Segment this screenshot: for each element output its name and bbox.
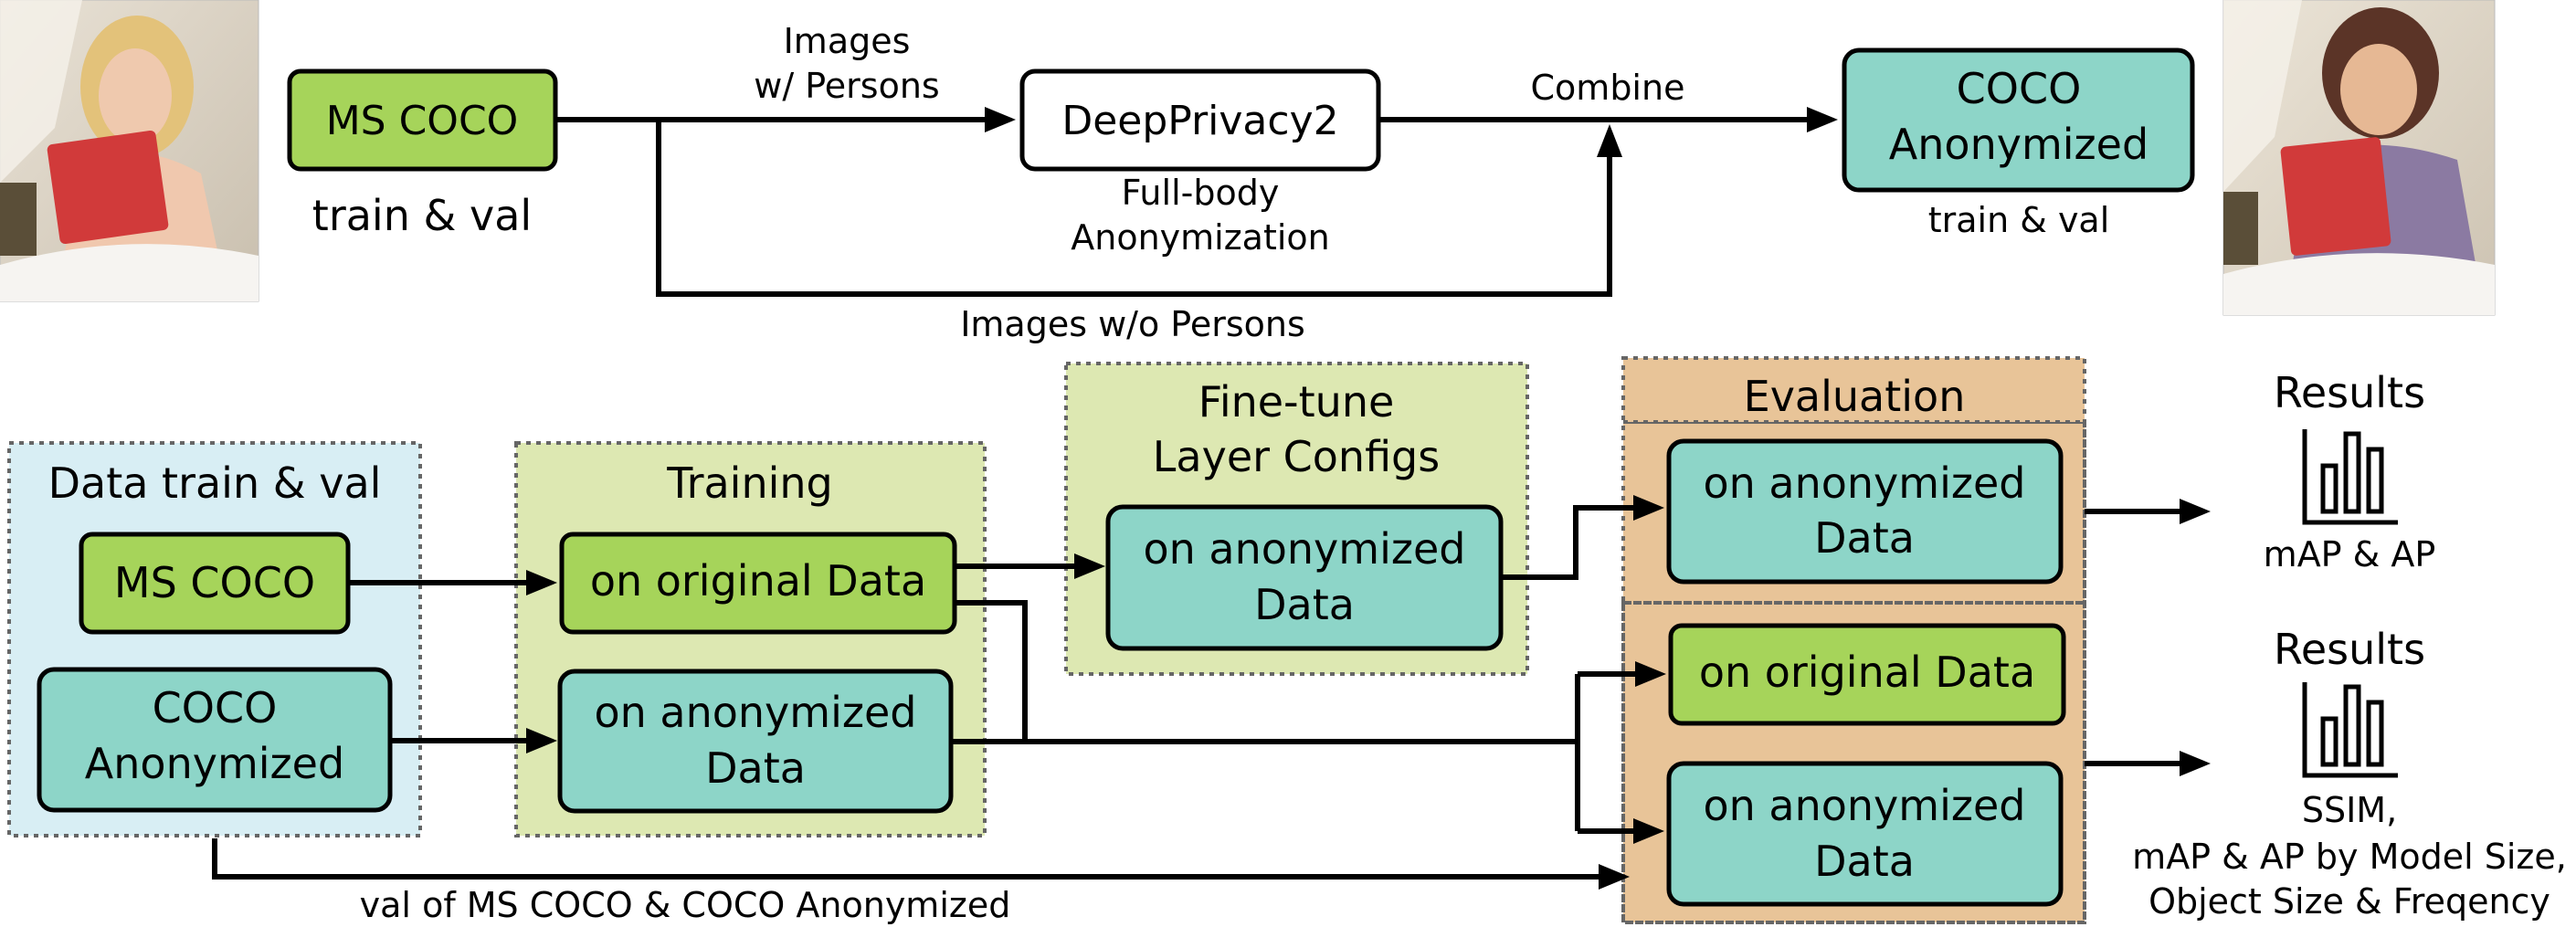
images-w-persons-label-2: w/ Persons xyxy=(754,66,939,106)
results-bottom-metric-1: SSIM, xyxy=(2302,790,2397,830)
top-ms-coco-label: MS COCO xyxy=(326,98,519,144)
eval-anonymized-top-box: on anonymized Data xyxy=(1666,438,2064,585)
eval-anonymized-bottom-box: on anonymized Data xyxy=(1666,761,2064,907)
training-original-label: on original Data xyxy=(590,556,926,606)
combine-label: Combine xyxy=(1531,68,1685,108)
training-title: Training xyxy=(666,458,833,508)
eval-anon-bottom-label-1: on anonymized xyxy=(1703,781,2025,830)
top-train-val-left-label: train & val xyxy=(312,191,532,240)
eval-original-label: on original Data xyxy=(1699,648,2035,697)
bar-chart-icon xyxy=(2302,682,2398,778)
original-person-photo xyxy=(0,0,259,302)
full-body-label-2: Anonymization xyxy=(1071,217,1330,258)
results-bottom: Results SSIM, mAP & AP by Model Size, Ob… xyxy=(2132,625,2567,922)
top-coco-anon-label-2: Anonymized xyxy=(1889,120,2148,169)
top-connectors xyxy=(555,107,1838,297)
evaluation-title: Evaluation xyxy=(1744,372,1966,421)
data-coco-anon-label-1: COCO xyxy=(153,683,278,732)
eval-anon-bottom-label-2: Data xyxy=(1814,837,1915,886)
top-coco-anon-label-1: COCO xyxy=(1957,64,2082,113)
full-body-label-1: Full-body xyxy=(1122,173,1280,213)
results-bottom-metric-3: Object Size & Freqency xyxy=(2148,881,2550,922)
training-anon-label-1: on anonymized xyxy=(594,688,916,737)
finetune-title-1: Fine-tune xyxy=(1198,377,1395,427)
eval-original-box: on original Data xyxy=(1668,623,2066,726)
eval-anon-top-label-1: on anonymized xyxy=(1703,458,2025,508)
results-top: Results mAP & AP xyxy=(2264,368,2436,574)
images-w-persons-label-1: Images xyxy=(784,21,911,61)
results-bottom-title: Results xyxy=(2274,625,2425,674)
results-bottom-metric-2: mAP & AP by Model Size, xyxy=(2132,837,2567,877)
finetune-anon-label-2: Data xyxy=(1254,580,1355,629)
data-coco-anonymized-box: COCO Anonymized xyxy=(37,667,393,813)
top-coco-anonymized-box: COCO Anonymized xyxy=(1842,47,2195,193)
bottom-connectors xyxy=(212,495,2211,890)
training-anon-label-2: Data xyxy=(705,743,806,793)
data-group-title: Data train & val xyxy=(48,458,382,508)
results-top-title: Results xyxy=(2274,368,2425,417)
finetune-anonymized-box: on anonymized Data xyxy=(1105,504,1504,651)
training-original-box: on original Data xyxy=(559,532,957,635)
data-coco-anon-label-2: Anonymized xyxy=(85,739,344,788)
bar-chart-icon xyxy=(2302,429,2398,525)
deepprivacy2-label: DeepPrivacy2 xyxy=(1061,98,1338,144)
training-anonymized-box: on anonymized Data xyxy=(557,669,954,814)
val-label: val of MS COCO & COCO Anonymized xyxy=(360,885,1011,925)
top-train-val-right-label: train & val xyxy=(1928,200,2110,240)
data-ms-coco-label: MS COCO xyxy=(114,558,315,607)
eval-anon-top-label-2: Data xyxy=(1814,513,1915,563)
finetune-title-2: Layer Configs xyxy=(1153,432,1440,481)
images-wo-persons-label: Images w/o Persons xyxy=(960,304,1305,344)
anonymized-person-photo xyxy=(2222,0,2496,316)
data-ms-coco-box: MS COCO xyxy=(79,532,351,635)
results-top-metric: mAP & AP xyxy=(2264,534,2436,574)
deepprivacy2-box: DeepPrivacy2 xyxy=(1019,68,1381,172)
top-ms-coco-box: MS COCO xyxy=(287,68,558,172)
finetune-anon-label-1: on anonymized xyxy=(1143,524,1465,574)
